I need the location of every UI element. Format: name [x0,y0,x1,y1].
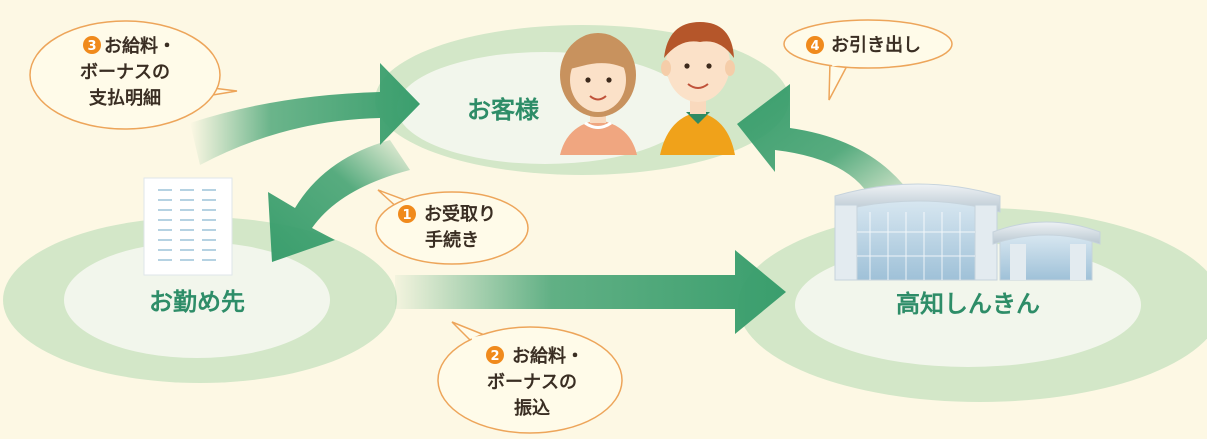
step-1-line-2: 手続き [425,229,479,251]
arrow-receipt-procedure [268,140,410,262]
step-2-line-1: お給料・ [512,345,584,367]
employer-label: お勤め先 [149,288,245,316]
step-1-line-1: お受取り [424,203,496,225]
bank-label: 高知しんきん [896,290,1040,318]
employer-node [3,217,397,383]
step-3-badge [83,36,101,54]
step-2-line-2: ボーナスの [487,372,577,393]
woman-figure [560,33,637,155]
arrow-withdrawal [737,84,915,212]
step-2-badge [486,346,504,364]
bubble-step-1: 1 お受取り 手続き [375,189,529,265]
bubble-step-3: 3 お給料・ ボーナスの 支払明細 [29,20,238,130]
step-4-number: 4 [810,39,819,54]
man-figure [660,22,735,155]
bubble-step-4: 4 お引き出し [783,19,953,101]
step-2-number: 2 [490,349,499,364]
step-1-badge [398,205,416,223]
couple-illustration [560,22,735,155]
bubble-step-2: 2 お給料・ ボーナスの 振込 [437,321,623,434]
step-3-line-2: ボーナスの [80,62,170,83]
step-2-line-3: 振込 [514,397,550,419]
step-3-line-3: 支払明細 [88,87,161,109]
arrow-salary-statement [190,63,420,165]
step-3-line-1: お給料・ [104,35,176,57]
step-1-number: 1 [402,208,411,223]
bank-building-icon [834,183,1101,281]
step-4-line-1: お引き出し [831,34,921,56]
office-building-icon [143,177,233,276]
customer-label: お客様 [467,96,540,124]
step-4-badge [806,36,824,54]
step-3-number: 3 [87,39,96,54]
arrow-salary-transfer [395,250,786,334]
